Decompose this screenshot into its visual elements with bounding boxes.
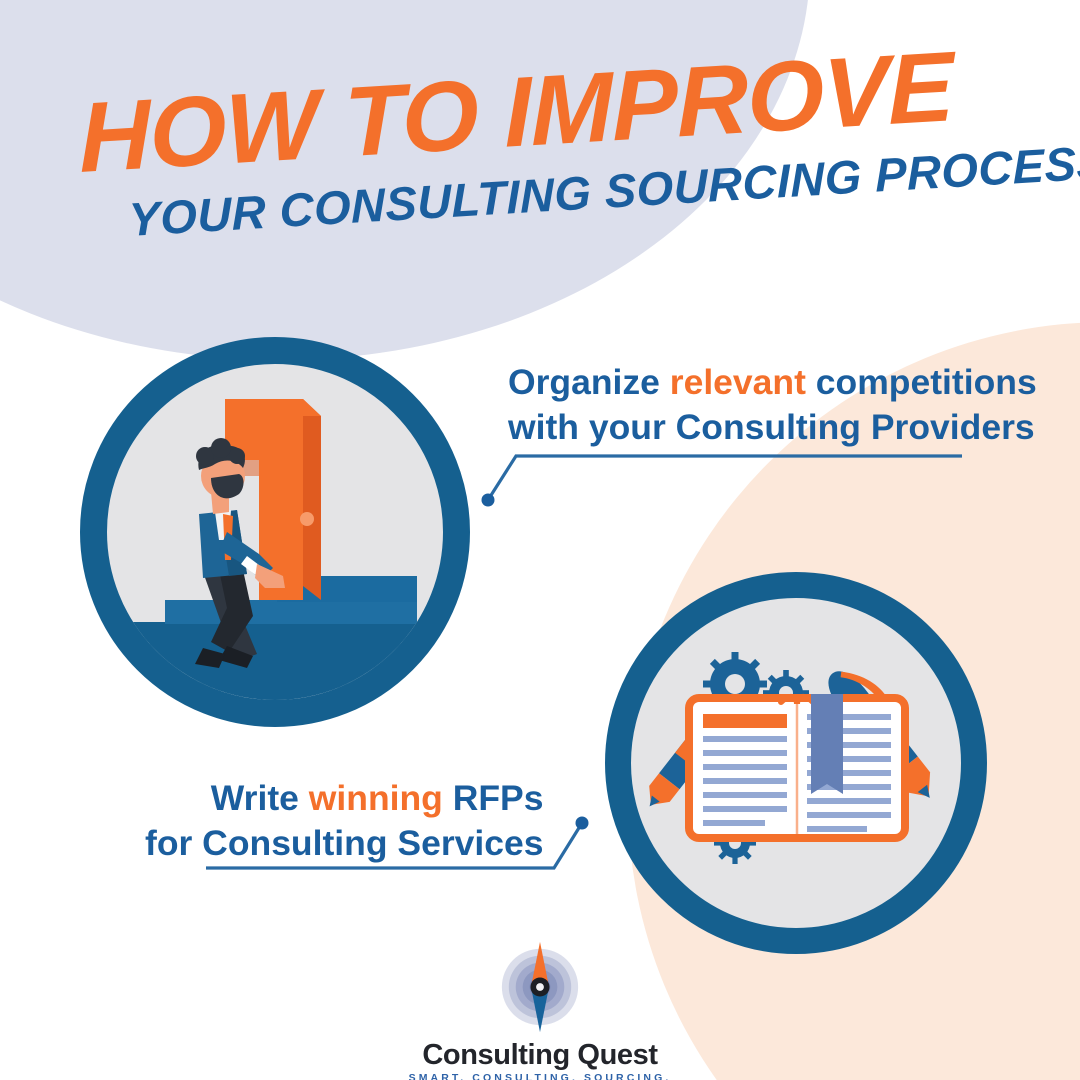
step-1-highlight: relevant	[669, 362, 806, 402]
step-2-badge	[605, 572, 987, 954]
step-1-connector-dot	[481, 493, 495, 507]
brand-tagline: SMART. CONSULTING. SOURCING.	[408, 1072, 672, 1080]
step-2-line-1-post: RFPs	[442, 778, 544, 818]
step-2-connector	[206, 816, 589, 870]
step-1-callout: Organize relevant competitions with your…	[508, 360, 1037, 450]
page-title: HOW TO IMPROVE YOUR CONSULTING SOURCING …	[0, 0, 1080, 300]
step-2-line-1-pre: Write	[210, 778, 309, 818]
consulting-quest-compass-logo	[501, 941, 579, 1033]
open-book-pens-gears-illustration	[631, 598, 961, 928]
step-2-callout: Write winning RFPs for Consulting Servic…	[145, 776, 543, 866]
step-1-line-1-pre: Organize	[508, 362, 670, 402]
step-2-highlight: winning	[308, 778, 443, 818]
step-2-line-1: Write winning RFPs	[145, 776, 544, 821]
brand-logo-block: Consulting Quest SMART. CONSULTING. SOUR…	[0, 935, 1080, 1080]
step-1-connector	[481, 454, 962, 507]
step-2-connector-dot	[575, 816, 589, 830]
step-1-line-2: with your Consulting Providers	[508, 407, 1035, 447]
step-2-line-2: for Consulting Services	[145, 823, 544, 863]
number-one-man-walking-illustration	[107, 364, 443, 700]
step-1-badge	[80, 337, 470, 727]
step-1-line-1: Organize relevant competitions	[508, 360, 1037, 405]
brand-name: Consulting Quest	[422, 1039, 658, 1071]
step-1-line-1-post: competitions	[805, 362, 1037, 402]
